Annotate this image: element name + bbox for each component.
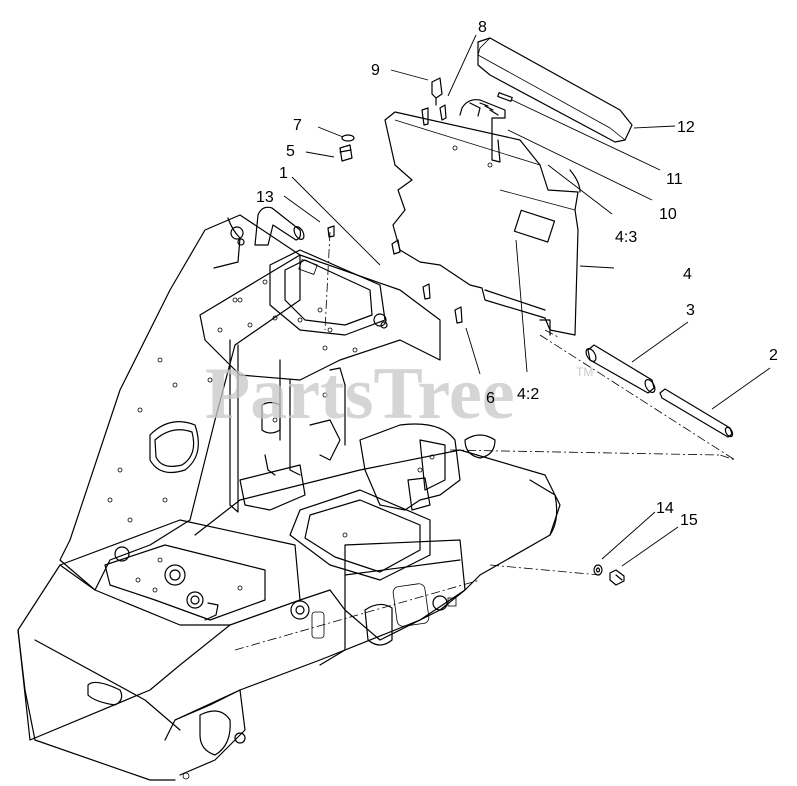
part-14-washer	[593, 564, 603, 576]
watermark-trademark: TM	[576, 365, 593, 379]
part-2-rod	[659, 388, 734, 438]
callout-14: 14	[656, 500, 674, 517]
part-5-nut	[339, 144, 353, 162]
leader-lines	[283, 34, 771, 567]
side-plate-holes	[107, 279, 278, 523]
callout-1: 1	[279, 165, 288, 182]
callout-2: 2	[769, 347, 778, 364]
part-6-bolts	[327, 225, 463, 324]
callout-6: 6	[486, 390, 495, 407]
callout-15: 15	[680, 512, 698, 529]
part-3-spacer-tube	[585, 344, 656, 394]
callout-8: 8	[478, 19, 487, 36]
part-11-pin	[497, 92, 513, 102]
watermark-text: PartsTree	[205, 353, 515, 435]
part-13-handle	[254, 206, 305, 246]
part-12-cover	[477, 37, 633, 143]
callout-11: 11	[666, 171, 683, 188]
chassis-frame	[17, 214, 561, 781]
callout-4-2: 4:2	[517, 386, 539, 403]
callout-4: 4	[683, 266, 692, 283]
part-10-grip	[459, 99, 506, 163]
callout-13: 13	[256, 189, 274, 206]
part-4-panel	[384, 111, 581, 336]
callout-5: 5	[286, 143, 295, 160]
callouts: 1 2 3 4 4:2 4:3 5 6 7 8 9 10 11 12 13 14…	[256, 19, 778, 529]
part-8-screws	[421, 104, 447, 126]
callout-10: 10	[659, 206, 677, 223]
part-15-bolt	[609, 569, 625, 586]
callout-7: 7	[293, 117, 302, 134]
part-7-washer	[341, 134, 355, 142]
callout-4-3: 4:3	[615, 229, 637, 246]
callout-9: 9	[371, 62, 380, 79]
callout-12: 12	[677, 119, 695, 136]
part-9-latch	[431, 77, 443, 106]
callout-3: 3	[686, 302, 695, 319]
watermark: PartsTree TM	[205, 353, 593, 435]
